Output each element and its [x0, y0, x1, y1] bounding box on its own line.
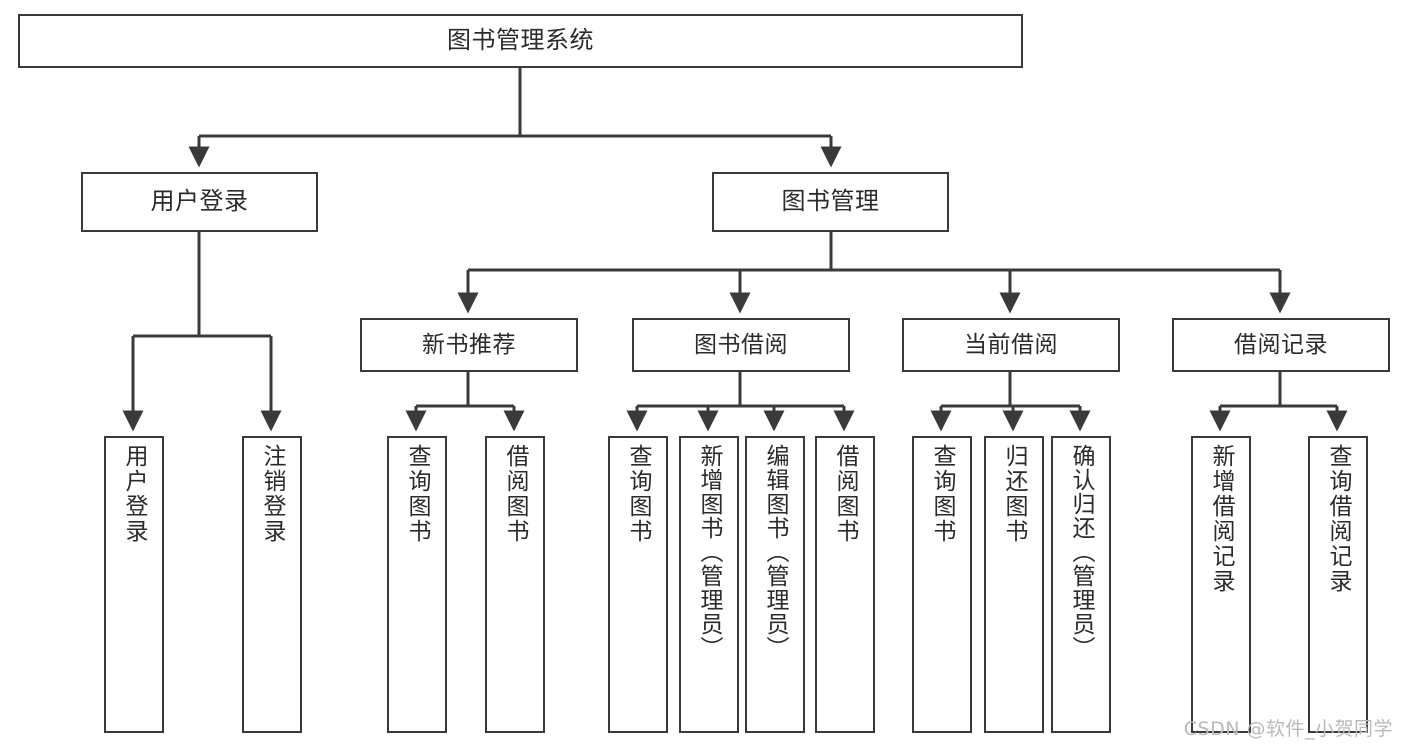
- node-root[interactable]: 图书管理系统: [18, 14, 1023, 68]
- leaf-edit-book[interactable]: 编辑图书（管理员）: [745, 436, 805, 733]
- leaf-query-book-rec-label: 查询图书: [404, 444, 431, 544]
- leaf-borrow-book[interactable]: 借阅图书: [815, 436, 875, 733]
- leaf-query-book-borrow[interactable]: 查询图书: [608, 436, 668, 733]
- node-borrow-record[interactable]: 借阅记录: [1172, 318, 1390, 372]
- node-current-borrow[interactable]: 当前借阅: [902, 318, 1120, 372]
- leaf-add-book-label: 新增图书（管理员）: [696, 444, 723, 660]
- node-book-manage-label: 图书管理: [781, 187, 880, 216]
- leaf-user-login-label: 用户登录: [121, 444, 148, 544]
- leaf-query-record-label: 查询借阅记录: [1325, 444, 1352, 594]
- node-borrow-record-label: 借阅记录: [1234, 331, 1328, 358]
- node-current-borrow-label: 当前借阅: [964, 331, 1058, 358]
- leaf-confirm-return[interactable]: 确认归还（管理员）: [1051, 436, 1111, 733]
- node-book-borrow[interactable]: 图书借阅: [632, 318, 850, 372]
- leaf-query-book-rec[interactable]: 查询图书: [387, 436, 447, 733]
- leaf-add-record[interactable]: 新增借阅记录: [1191, 436, 1251, 733]
- leaf-query-record[interactable]: 查询借阅记录: [1308, 436, 1368, 733]
- node-book-borrow-label: 图书借阅: [694, 331, 788, 358]
- leaf-return-book[interactable]: 归还图书: [984, 436, 1044, 733]
- leaf-confirm-return-label: 确认归还（管理员）: [1068, 444, 1095, 660]
- node-root-label: 图书管理系统: [447, 26, 594, 55]
- leaf-user-logout-label: 注销登录: [259, 444, 286, 544]
- leaf-borrow-book-rec[interactable]: 借阅图书: [485, 436, 545, 733]
- leaf-add-book[interactable]: 新增图书（管理员）: [679, 436, 739, 733]
- leaf-user-login[interactable]: 用户登录: [104, 436, 164, 733]
- node-new-book-rec-label: 新书推荐: [422, 331, 516, 358]
- node-user-login-label: 用户登录: [150, 187, 249, 216]
- leaf-query-book-borrow-label: 查询图书: [625, 444, 652, 544]
- leaf-query-book-current-label: 查询图书: [929, 444, 956, 544]
- node-book-manage[interactable]: 图书管理: [712, 172, 949, 232]
- leaf-query-book-current[interactable]: 查询图书: [912, 436, 972, 733]
- leaf-return-book-label: 归还图书: [1001, 444, 1028, 544]
- leaf-edit-book-label: 编辑图书（管理员）: [762, 444, 789, 660]
- leaf-borrow-book-rec-label: 借阅图书: [502, 444, 529, 544]
- csdn-watermark: CSDN @软件_小贺同学: [1183, 718, 1393, 740]
- node-user-login[interactable]: 用户登录: [81, 172, 318, 232]
- leaf-borrow-book-label: 借阅图书: [832, 444, 859, 544]
- node-new-book-rec[interactable]: 新书推荐: [360, 318, 578, 372]
- leaf-user-logout[interactable]: 注销登录: [242, 436, 302, 733]
- leaf-add-record-label: 新增借阅记录: [1208, 444, 1235, 594]
